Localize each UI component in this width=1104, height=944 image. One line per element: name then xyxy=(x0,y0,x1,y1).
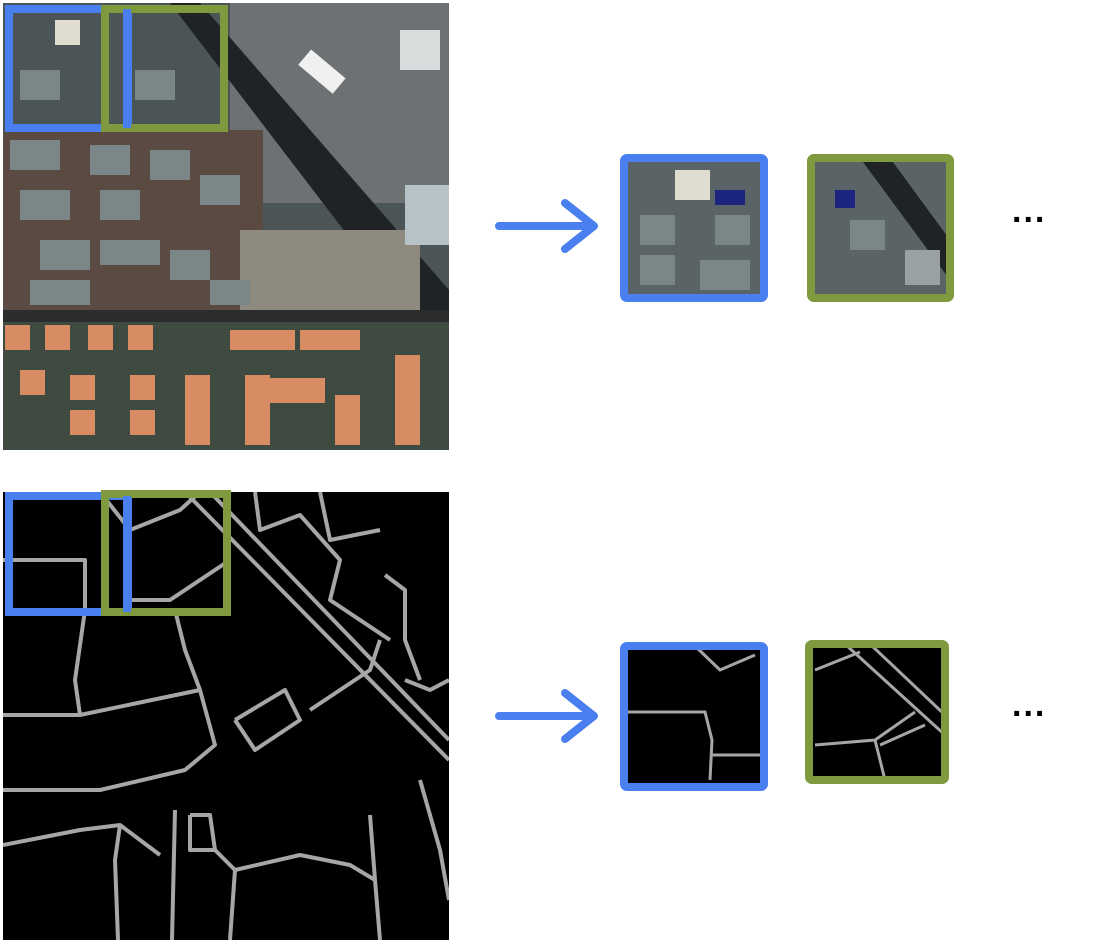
bottom-arrow-icon xyxy=(495,689,598,743)
top-arrow-icon xyxy=(495,199,598,253)
top-ellipsis: ... xyxy=(1012,192,1047,230)
top-green-patch xyxy=(807,154,954,302)
bottom-blue-patch xyxy=(620,642,768,791)
bottom-green-patch xyxy=(805,640,949,784)
top-blue-patch xyxy=(620,154,768,302)
bottom-green-patch-box xyxy=(101,490,231,616)
bottom-ellipsis: ... xyxy=(1012,686,1047,724)
top-green-patch-box xyxy=(101,5,228,132)
